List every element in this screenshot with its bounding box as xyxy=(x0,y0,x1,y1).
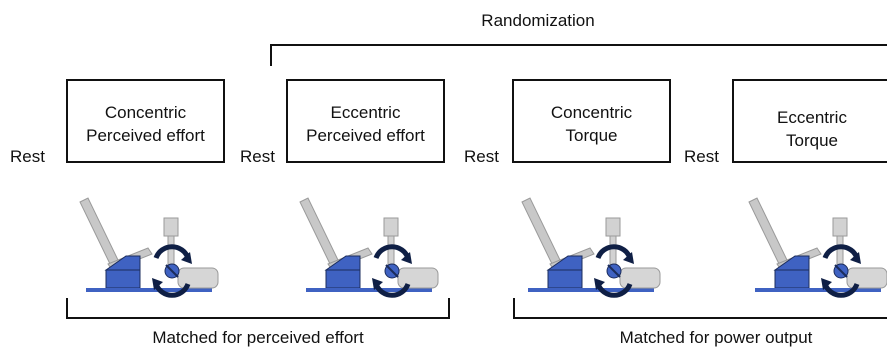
condition-3-line2: Torque xyxy=(566,126,618,145)
condition-box-1: Concentric Perceived effort xyxy=(66,79,225,163)
condition-box-4: Eccentric Torque xyxy=(732,79,887,163)
rest-label-2: Rest xyxy=(240,147,275,166)
perceived-effort-bracket xyxy=(66,298,450,319)
condition-2-line1: Eccentric xyxy=(331,103,401,122)
perceived-effort-label: Matched for perceived effort xyxy=(152,328,364,347)
dynamometer-icon xyxy=(80,198,218,295)
condition-4-line1: Eccentric xyxy=(777,108,847,127)
dynamometer-icon xyxy=(300,198,438,295)
condition-4-line2: Torque xyxy=(786,131,838,150)
dynamometer-icon xyxy=(749,198,887,295)
condition-1-line1: Concentric xyxy=(105,103,187,122)
rest-label-4: Rest xyxy=(684,147,719,166)
dynamometer-icon xyxy=(522,198,660,295)
rest-label-3: Rest xyxy=(464,147,499,166)
condition-1-line2: Perceived effort xyxy=(86,126,205,145)
randomization-label: Randomization xyxy=(481,11,594,30)
power-output-label: Matched for power output xyxy=(620,328,813,347)
condition-3-line1: Concentric xyxy=(551,103,633,122)
condition-2-line2: Perceived effort xyxy=(306,126,425,145)
power-output-bracket xyxy=(513,298,887,319)
randomization-bracket xyxy=(270,44,887,66)
condition-box-3: Concentric Torque xyxy=(512,79,671,163)
rest-label-1: Rest xyxy=(10,147,45,166)
condition-box-2: Eccentric Perceived effort xyxy=(286,79,445,163)
